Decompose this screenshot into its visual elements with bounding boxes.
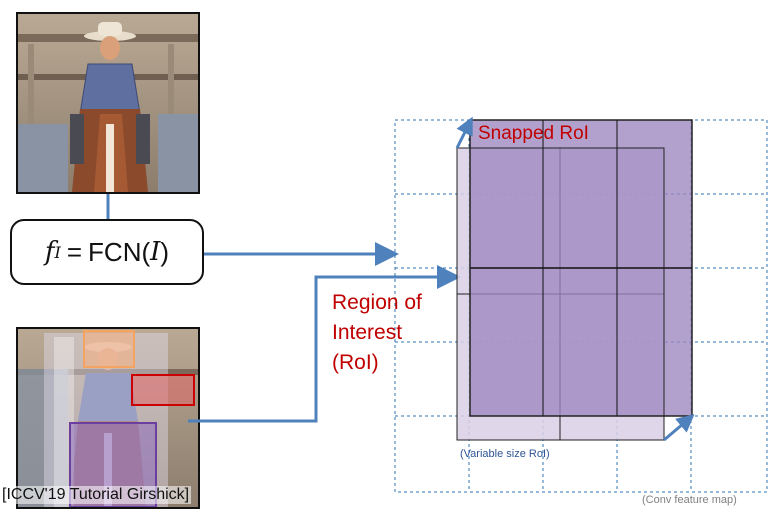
fcn-close: ) xyxy=(160,236,170,267)
roi-label-line3: (RoI) xyxy=(332,351,379,374)
fcn-argument: I xyxy=(150,237,161,267)
photo-proposals-icon xyxy=(18,329,198,507)
feature-symbol: f xyxy=(44,237,55,267)
citation-label: [ICCV'19 Tutorial Girshick] xyxy=(0,486,192,504)
proposal-box-orange xyxy=(83,330,135,368)
roi-photo xyxy=(16,327,200,509)
roi-label-line1: Region of xyxy=(332,291,422,314)
equals-sign: = xyxy=(66,236,83,267)
fcn-text: FCN( xyxy=(88,236,151,267)
region-of-interest-label: Region of Interest (RoI) xyxy=(332,288,452,378)
arrow-roi-to-map-icon xyxy=(188,265,461,423)
variable-size-roi-label: (Variable size RoI) xyxy=(460,448,550,460)
snapped-roi-label: Snapped RoI xyxy=(478,123,589,144)
feature-subscript: I xyxy=(54,242,61,262)
conv-feature-map-label: (Conv feature map) xyxy=(642,494,737,506)
roi-label-line2: Interest xyxy=(332,321,403,344)
snap-arrow-bottom-icon xyxy=(663,414,695,442)
snap-arrow-top-icon xyxy=(455,116,473,149)
photo-cowboy-icon xyxy=(18,14,198,192)
proposal-box-red xyxy=(131,374,195,406)
input-photo xyxy=(16,12,200,194)
